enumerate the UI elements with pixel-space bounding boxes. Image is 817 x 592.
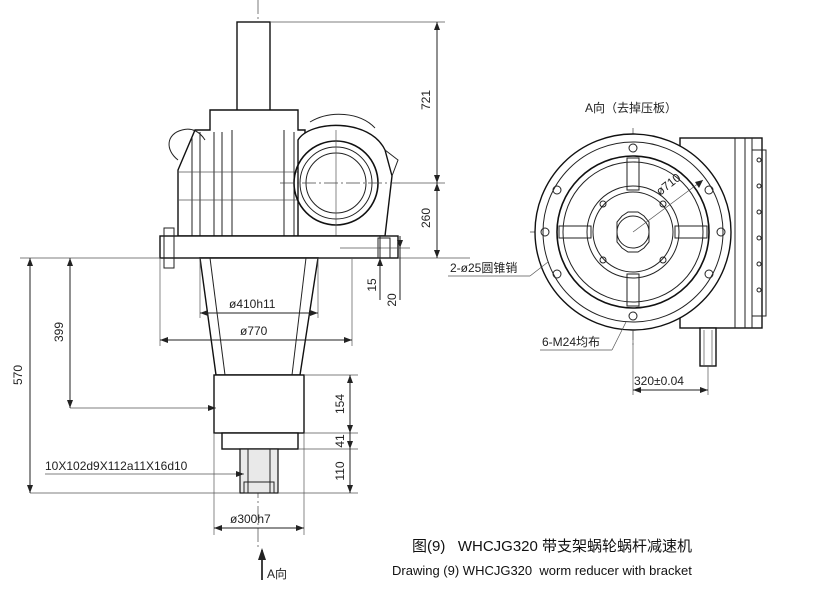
dia-770: ø770 — [240, 324, 268, 338]
dim-320: 320±0.04 — [634, 374, 684, 388]
caption-en: Drawing (9) WHCJG320 worm reducer with b… — [392, 563, 692, 578]
view-a-marker: A向 — [267, 566, 287, 581]
pin-label: 2-ø25圆锥销 — [450, 261, 517, 275]
housing-ribs — [178, 130, 305, 236]
bolt-holes — [540, 143, 726, 321]
dim-41: 41 — [333, 434, 347, 448]
dim-399: 399 — [52, 322, 66, 342]
lower-collar — [221, 432, 299, 450]
housing-left-lobe — [168, 128, 206, 161]
dia-300: ø300h7 — [230, 512, 271, 526]
dia-410: ø410h11 — [229, 297, 276, 311]
dim-570: 570 — [11, 365, 25, 385]
flange-bolt-left — [163, 227, 175, 269]
dim-110: 110 — [333, 461, 347, 480]
input-shaft — [236, 21, 271, 113]
output-shaft — [239, 448, 279, 494]
worm-shaft-end — [699, 327, 717, 367]
spline-hub — [616, 211, 650, 253]
lower-housing — [213, 374, 305, 434]
spline-spec: 10X102d9X112a11X16d10 — [45, 459, 188, 473]
spokes — [558, 157, 708, 307]
dim-154: 154 — [333, 394, 347, 414]
front-view — [20, 0, 470, 580]
worm-housing — [280, 113, 400, 237]
view-a — [448, 128, 767, 395]
caption-zh: 图(9) WHCJG320 带支架蜗轮蜗杆减速机 — [412, 538, 692, 555]
dim-15: 15 — [365, 278, 379, 292]
bolt-label: 6-M24均布 — [542, 335, 600, 349]
view-a-title: A向（去掉压板） — [585, 100, 677, 115]
dim-260: 260 — [419, 208, 433, 228]
dim-721: 721 — [419, 90, 433, 110]
bracket-flange — [159, 235, 399, 259]
dim-20: 20 — [385, 293, 399, 307]
housing-top — [177, 109, 306, 237]
